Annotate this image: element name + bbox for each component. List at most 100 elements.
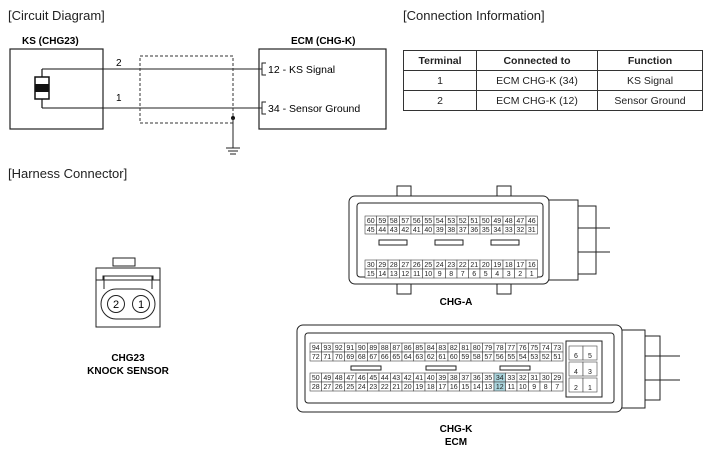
ground-symbol bbox=[226, 116, 240, 155]
chg-a-pin-38: 38 bbox=[447, 227, 455, 234]
chg-a-pin-29: 29 bbox=[378, 262, 386, 269]
chg-k-side-pin-3: 3 bbox=[588, 369, 592, 376]
chg-k-pin-72: 72 bbox=[312, 354, 320, 361]
chg-a-pin-53: 53 bbox=[447, 218, 455, 225]
chg-k-pin-21: 21 bbox=[392, 384, 400, 391]
chg-k-pin-32: 32 bbox=[519, 375, 527, 382]
chg-k-pin-64: 64 bbox=[404, 354, 412, 361]
chg-k-pin-62: 62 bbox=[427, 354, 435, 361]
pin1-label: 1 bbox=[116, 93, 122, 104]
pin2-label: 2 bbox=[116, 58, 122, 69]
chg-k-pin-61: 61 bbox=[438, 354, 446, 361]
chg-a-cell-31 bbox=[525, 224, 538, 235]
chg-a-pin-32: 32 bbox=[516, 227, 524, 234]
chg-k-pin-31: 31 bbox=[530, 375, 538, 382]
knock-sensor-symbol bbox=[34, 68, 103, 109]
chg-a-pin-49: 49 bbox=[493, 218, 501, 225]
chg-k-pin-90: 90 bbox=[358, 345, 366, 352]
table-row: 1 ECM CHG-K (34) KS Signal bbox=[403, 70, 703, 91]
chg-a-pin-57: 57 bbox=[401, 218, 409, 225]
chg-k-pin-39: 39 bbox=[438, 375, 446, 382]
chg-a-pin-16: 16 bbox=[528, 262, 536, 269]
chg-a-pin-59: 59 bbox=[378, 218, 386, 225]
chg-k-pin-81: 81 bbox=[461, 345, 469, 352]
chg-k-pin-38: 38 bbox=[450, 375, 458, 382]
table-cell: ECM CHG-K (12) bbox=[476, 90, 598, 111]
chg-k-pin-24: 24 bbox=[358, 384, 366, 391]
chg-k-side-cell-5 bbox=[582, 345, 598, 361]
chg-a-pin-60: 60 bbox=[367, 218, 375, 225]
chg-k-pin-28: 28 bbox=[312, 384, 320, 391]
table-header-row: Terminal Connected to Function bbox=[403, 50, 703, 71]
chg-a-pin-45: 45 bbox=[367, 227, 375, 234]
ks-signal-label: 12 - KS Signal bbox=[268, 64, 335, 76]
chg-k-ecm-label: ECM bbox=[445, 437, 467, 448]
chg-k-pin-53: 53 bbox=[530, 354, 538, 361]
chg-k-pin-63: 63 bbox=[415, 354, 423, 361]
table-cell: Sensor Ground bbox=[597, 90, 703, 111]
chg-k-pin-47: 47 bbox=[346, 375, 354, 382]
chg-k-pin-56: 56 bbox=[496, 354, 504, 361]
chg-a-pin-24: 24 bbox=[436, 262, 444, 269]
chg-k-pin-17: 17 bbox=[438, 384, 446, 391]
chg-a-pin-22: 22 bbox=[459, 262, 467, 269]
chg-k-pin-10: 10 bbox=[519, 384, 527, 391]
chg-a-pin-23: 23 bbox=[447, 262, 455, 269]
chg-k-pin-66: 66 bbox=[381, 354, 389, 361]
chg-k-side-pin-5: 5 bbox=[588, 353, 592, 360]
chg-a-pin-15: 15 bbox=[367, 271, 375, 278]
chg-a-pin-41: 41 bbox=[413, 227, 421, 234]
chg-k-pin-71: 71 bbox=[323, 354, 331, 361]
chg-a-pin-17: 17 bbox=[516, 262, 524, 269]
chg-k-pin-33: 33 bbox=[507, 375, 515, 382]
chg-a-pin-27: 27 bbox=[401, 262, 409, 269]
chg-a-pin-4: 4 bbox=[495, 271, 499, 278]
knock-sensor-name: KNOCK SENSOR bbox=[87, 366, 169, 377]
chg-k-pin-83: 83 bbox=[438, 345, 446, 352]
chg-a-pin-13: 13 bbox=[390, 271, 398, 278]
chg-k-pin-59: 59 bbox=[461, 354, 469, 361]
chg-a-pin-35: 35 bbox=[482, 227, 490, 234]
signal-terminal bbox=[261, 62, 266, 76]
chg-k-pin-94: 94 bbox=[312, 345, 320, 352]
table-cell: 1 bbox=[403, 70, 477, 91]
chg-k-pin-25: 25 bbox=[346, 384, 354, 391]
chg-k-pin-15: 15 bbox=[461, 384, 469, 391]
chg-k-pin-46: 46 bbox=[358, 375, 366, 382]
chg-a-pin-2: 2 bbox=[518, 271, 522, 278]
chg-k-pin-65: 65 bbox=[392, 354, 400, 361]
chg-a-pin-20: 20 bbox=[482, 262, 490, 269]
chg-k-pin-29: 29 bbox=[553, 375, 561, 382]
shield-box bbox=[139, 55, 234, 124]
chg-k-pin-20: 20 bbox=[404, 384, 412, 391]
chg-a-pin-11: 11 bbox=[413, 271, 420, 278]
chg-a-pin-21: 21 bbox=[470, 262, 478, 269]
function-header: Function bbox=[597, 50, 703, 71]
chg-k-pin-80: 80 bbox=[473, 345, 481, 352]
chg-k-pin-48: 48 bbox=[335, 375, 343, 382]
terminal-header: Terminal bbox=[403, 50, 477, 71]
chg-k-pin-12: 12 bbox=[496, 384, 504, 391]
chg-k-pin-84: 84 bbox=[427, 345, 435, 352]
chg-k-side-cell-1 bbox=[582, 377, 598, 393]
chg-k-pin-36: 36 bbox=[473, 375, 481, 382]
chg-k-pin-30: 30 bbox=[542, 375, 550, 382]
chg-a-pin-46: 46 bbox=[528, 218, 536, 225]
chg-k-pin-37: 37 bbox=[461, 375, 469, 382]
chg-a-pin-18: 18 bbox=[505, 262, 513, 269]
chg-a-pin-55: 55 bbox=[424, 218, 432, 225]
table-row: 2 ECM CHG-K (12) Sensor Ground bbox=[403, 90, 703, 111]
chg-a-pin-14: 14 bbox=[378, 271, 386, 278]
chg-a-pin-58: 58 bbox=[390, 218, 398, 225]
chg-k-pin-18: 18 bbox=[427, 384, 435, 391]
chg-a-pin-26: 26 bbox=[413, 262, 421, 269]
chg-a-pin-8: 8 bbox=[449, 271, 453, 278]
chg-k-pin-88: 88 bbox=[381, 345, 389, 352]
chg-a-pin-44: 44 bbox=[378, 227, 386, 234]
chg-k-pin-52: 52 bbox=[542, 354, 550, 361]
chg-a-pin-42: 42 bbox=[401, 227, 409, 234]
chg-a-pin-50: 50 bbox=[482, 218, 490, 225]
chg-k-pin-14: 14 bbox=[473, 384, 481, 391]
chg-k-pin-67: 67 bbox=[369, 354, 377, 361]
